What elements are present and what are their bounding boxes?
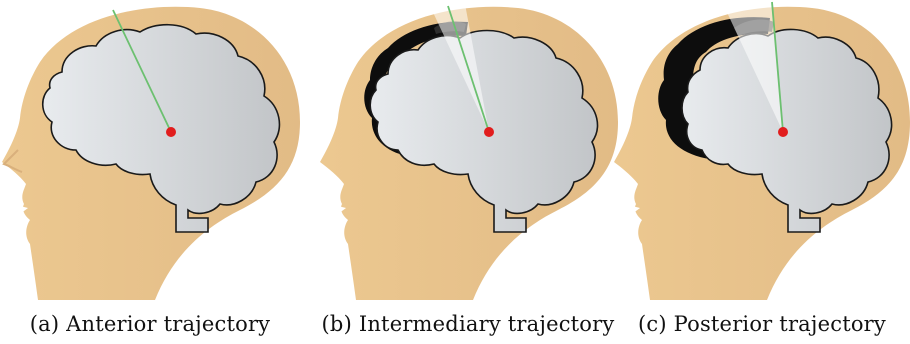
- eye-notch: [628, 205, 640, 214]
- panel-a: (a) Anterior trajectory: [0, 0, 300, 344]
- trajectory-cone: [431, 4, 489, 132]
- head-illustration-a: [2, 6, 300, 300]
- trajectory-cone: [724, 2, 783, 132]
- trajectory-line: [112, 9, 172, 133]
- nose-shadow: [2, 149, 23, 173]
- target-dot: [484, 127, 494, 137]
- head-illustration-b: [320, 4, 618, 300]
- trajectory-line: [771, 1, 784, 133]
- brain: [369, 29, 599, 233]
- eye-notch: [334, 205, 346, 214]
- caption-c: (c) Posterior trajectory: [638, 312, 886, 336]
- target-dot: [166, 127, 176, 137]
- panel-c: (c) Posterior trajectory: [612, 0, 910, 344]
- eye-notch: [16, 205, 28, 214]
- caption-b: (b) Intermediary trajectory: [321, 312, 615, 336]
- hematoma: [364, 21, 468, 156]
- caption-a: (a) Anterior trajectory: [29, 312, 271, 336]
- head-illustration-c: [614, 1, 910, 300]
- trajectory-line: [447, 5, 490, 133]
- brain: [41, 23, 281, 233]
- panel-b: (b) Intermediary trajectory: [318, 0, 618, 344]
- target-dot: [778, 127, 788, 137]
- hematoma: [658, 17, 770, 160]
